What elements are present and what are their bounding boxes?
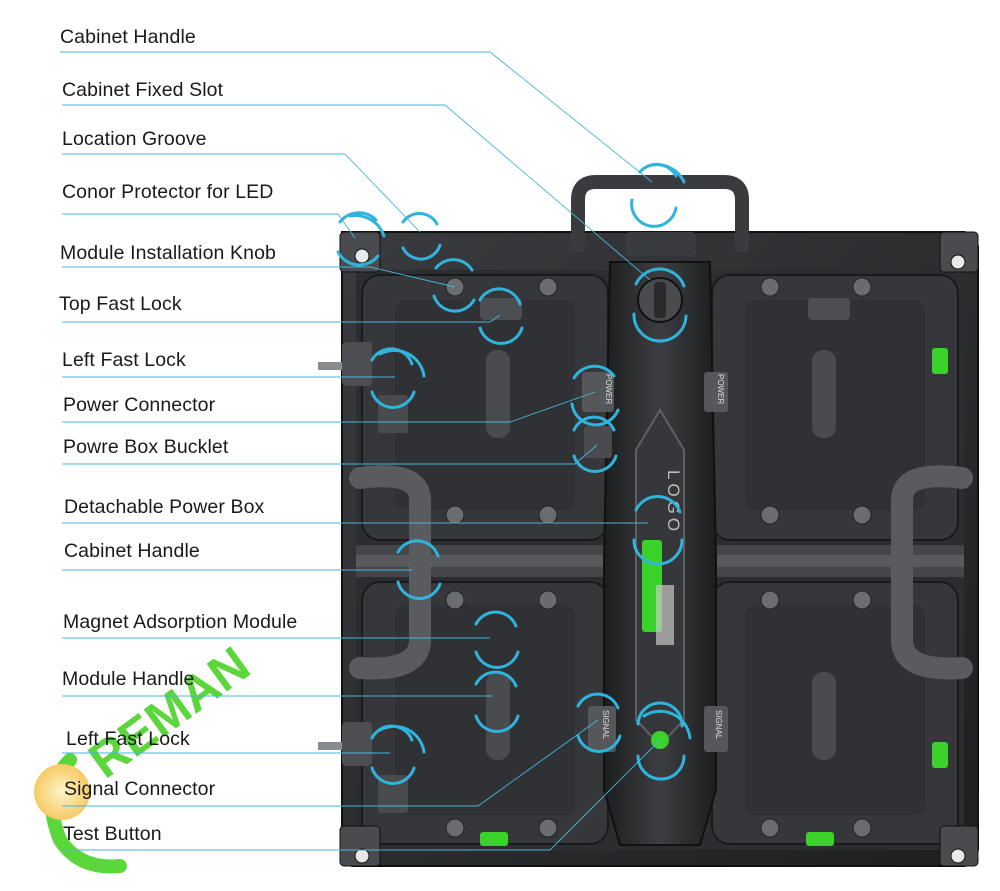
label-left-fast-lock-2: Left Fast Lock (66, 728, 190, 750)
leader-lines (60, 51, 661, 851)
ring-power-connector (570, 364, 620, 427)
ring-power-box (632, 495, 684, 566)
label-module-handle: Module Handle (62, 668, 195, 690)
label-conor-protector: Conor Protector for LED (62, 181, 274, 203)
corner-protectors (339, 231, 979, 867)
ring-location-groove (401, 211, 442, 261)
ring-side-handle (396, 539, 442, 601)
ring-corner-protector (336, 211, 386, 267)
side-handles (349, 465, 973, 680)
label-module-installation-knob: Module Installation Knob (60, 242, 276, 264)
top-handle (571, 175, 749, 256)
watermark-brand: REMAN (79, 636, 260, 789)
label-power-connector: Power Connector (63, 394, 216, 416)
signal-connector-label-left: SIGNAL (601, 710, 610, 740)
label-location-groove: Location Groove (62, 128, 207, 150)
highlight-rings (336, 162, 692, 785)
ring-top-fast-lock (478, 287, 524, 345)
ring-installation-knob (432, 258, 476, 313)
label-top-fast-lock: Top Fast Lock (59, 293, 182, 315)
ring-cabinet-handle (630, 162, 686, 228)
signal-connector-label-right: SIGNAL (714, 710, 723, 740)
fast-locks (318, 298, 850, 813)
ring-module-handle (474, 670, 520, 733)
label-detachable-power-box: Detachable Power Box (64, 496, 265, 518)
ring-test-button (636, 701, 692, 781)
power-connector-label-right: POWER (716, 374, 725, 404)
label-cabinet-handle-top: Cabinet Handle (60, 26, 196, 48)
label-signal-connector: Signal Connector (64, 778, 216, 800)
ring-left-fast-lock-2 (370, 724, 426, 785)
module-handles (486, 350, 836, 760)
label-powre-box-bucklet: Powre Box Bucklet (63, 436, 229, 458)
ring-magnet-module (474, 610, 520, 669)
power-box: LOGO (603, 261, 717, 846)
power-connector-label-left: POWER (604, 374, 613, 404)
label-test-button: Test Button (63, 823, 162, 845)
label-left-fast-lock-1: Left Fast Lock (62, 349, 186, 371)
ring-power-bucklet (572, 415, 618, 473)
label-magnet-adsorption-module: Magnet Adsorption Module (63, 611, 298, 633)
label-cabinet-fixed-slot: Cabinet Fixed Slot (62, 79, 224, 101)
ring-signal-connector (576, 692, 622, 753)
green-latches (480, 348, 948, 846)
label-cabinet-handle-side: Cabinet Handle (64, 540, 200, 562)
ring-cabinet-fixed-slot (632, 267, 688, 343)
ring-left-fast-lock-1 (370, 347, 426, 409)
